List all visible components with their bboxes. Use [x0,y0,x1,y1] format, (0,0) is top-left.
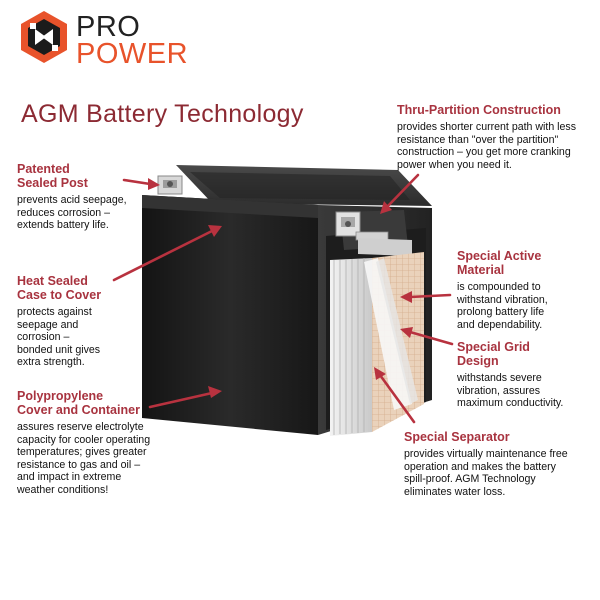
callout-active-material: Special Active Material is compounded to… [457,249,592,331]
separator-heading: Special Separator [404,430,510,444]
separator-arrow [378,373,416,424]
active-material-arrow [408,293,452,299]
negative-terminal [157,175,183,195]
battery-case [142,165,432,435]
polypropylene-desc: assures reserve electrolyte capacity for… [17,421,151,496]
callout-grid-design: Special Grid Design withstands severe vi… [457,340,592,410]
pro-power-logo: PRO POWER [18,9,218,69]
page-title: AGM Battery Technology [21,100,304,128]
active-material-desc: is compounded to withstand vibration, pr… [457,281,548,331]
heat-sealed-arrow [112,229,214,282]
grid-design-heading: Special Grid Design [457,340,530,368]
grid-design-desc: withstands severe vibration, assures max… [457,372,564,410]
logo-power-text: POWER [76,38,189,70]
callout-arrows [112,173,454,424]
callout-thru-partition: Thru-Partition Construction provides sho… [397,103,595,171]
thru-partition-arrow [384,173,420,210]
thru-partition-wall [340,210,408,250]
sealed-post-desc: prevents acid seepage, reduces corrosion… [17,194,127,232]
thru-partition-desc: provides shorter current path with less … [397,121,576,171]
grid-active-material [372,252,424,432]
callout-sealed-post: Patented Sealed Post prevents acid seepa… [17,162,147,232]
battery-lid [176,165,432,206]
polypropylene-heading: Polypropylene Cover and Container [17,389,140,417]
active-material-heading: Special Active Material [457,249,542,277]
thru-partition-heading: Thru-Partition Construction [397,103,561,117]
heat-sealed-desc: protects against seepage and corrosion –… [17,306,101,369]
battery-side-face [318,205,432,435]
sealed-post-heading: Patented Sealed Post [17,162,88,190]
heat-sealed-heading: Heat Sealed Case to Cover [17,274,102,302]
separator-desc: provides virtually maintenance free oper… [404,448,568,498]
logo-pro-text: PRO [76,11,141,43]
grid-design-arrow [408,330,454,346]
battery-plates [330,252,424,436]
callout-separator: Special Separator provides virtually mai… [404,430,594,498]
logo-mark-icon [21,11,67,63]
callout-heat-sealed: Heat Sealed Case to Cover protects again… [17,274,127,369]
separator-mat [364,258,412,410]
positive-terminal [335,211,389,241]
callout-polypropylene: Polypropylene Cover and Container assure… [17,389,177,497]
